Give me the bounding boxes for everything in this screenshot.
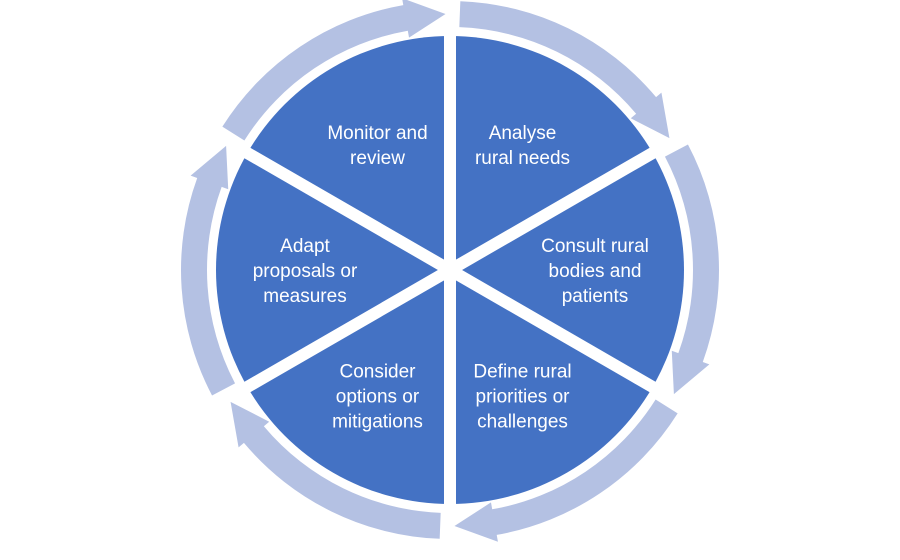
cycle-arrow-monitor (222, 0, 446, 141)
segment-label-line: options or (336, 387, 420, 408)
segment-label-analyse: Analyse rural needs (475, 123, 570, 169)
segment-divider (446, 140, 668, 276)
segment-label-line: rural needs (475, 148, 570, 169)
segment-label-line: bodies and (549, 261, 642, 282)
arrow-ring (180, 0, 720, 542)
segment-divider (446, 264, 668, 400)
segment-label-line: patients (562, 286, 629, 307)
segment-label-adapt: Adapt proposals or measures (253, 236, 358, 307)
segment-consider (247, 270, 450, 504)
segment-label-line: Monitor and (327, 123, 427, 144)
segment-label-line: Consider (339, 362, 416, 383)
segment-label-line: measures (263, 286, 346, 307)
segment-define (450, 270, 653, 504)
segment-label-consult: Consult rural bodies and patients (541, 236, 649, 307)
segment-analyse (450, 36, 653, 270)
segment-label-line: Define rural (473, 362, 571, 383)
segment-label-consider: Consider options or mitigations (332, 362, 423, 433)
segment-label-line: Adapt (280, 236, 330, 257)
segment-wheel (215, 22, 685, 518)
cycle-arrow-define (454, 399, 678, 542)
cycle-arrow-consult (664, 144, 720, 395)
segment-label-line: proposals or (253, 261, 358, 282)
segment-label-line: challenges (477, 412, 568, 433)
segment-label-define: Define rural priorities or challenges (473, 362, 571, 433)
segment-adapt (215, 153, 450, 387)
segment-divider (232, 264, 454, 400)
segment-consult (450, 153, 685, 387)
segment-label-line: review (350, 148, 405, 169)
cycle-arrow-analyse (459, 1, 670, 139)
segment-label-line: Consult rural (541, 236, 649, 257)
segment-label-line: Analyse (489, 123, 557, 144)
segment-divider (232, 140, 454, 276)
segment-monitor (247, 36, 450, 270)
segment-label-line: priorities or (476, 387, 571, 408)
segment-label-monitor: Monitor and review (327, 123, 427, 169)
cycle-arrow-consider (230, 401, 441, 539)
cycle-arrow-adapt (180, 145, 236, 396)
segment-label-line: mitigations (332, 412, 423, 433)
